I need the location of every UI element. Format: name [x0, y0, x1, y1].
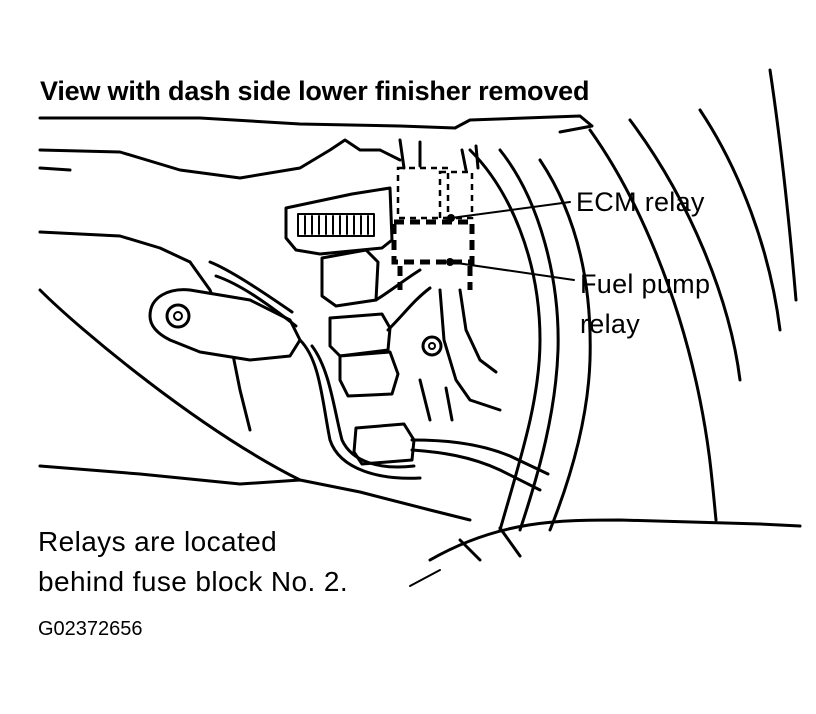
steering-column-cover	[468, 148, 542, 532]
diagram-title: View with dash side lower finisher remov…	[40, 76, 590, 106]
ecm-relay-outline	[396, 166, 450, 220]
connector-upper	[320, 248, 380, 308]
fuel-pump-relay-label-line1: Fuel pump	[580, 269, 711, 299]
fuel-pump-relay-label-line2: relay	[580, 309, 641, 339]
mounting-bracket	[148, 288, 302, 362]
left-side-panel	[38, 464, 472, 522]
stud-bolt	[421, 335, 443, 357]
relay-location-note-line2: behind fuse block No. 2.	[38, 566, 349, 597]
dash-upper-panel	[38, 114, 594, 134]
relay-location-note: Relays are located behind fuse block No.…	[38, 522, 348, 602]
bracket-bolt	[165, 303, 191, 329]
fuel-pump-relay-outline	[391, 219, 475, 265]
connector-lower	[352, 422, 416, 466]
wire-harness-main	[298, 338, 422, 480]
ecm-relay-label: ECM relay	[576, 187, 705, 217]
relay-location-note-line1: Relays are located	[38, 526, 278, 557]
figure-id: G02372656	[38, 618, 143, 640]
connector-middle	[328, 312, 392, 358]
